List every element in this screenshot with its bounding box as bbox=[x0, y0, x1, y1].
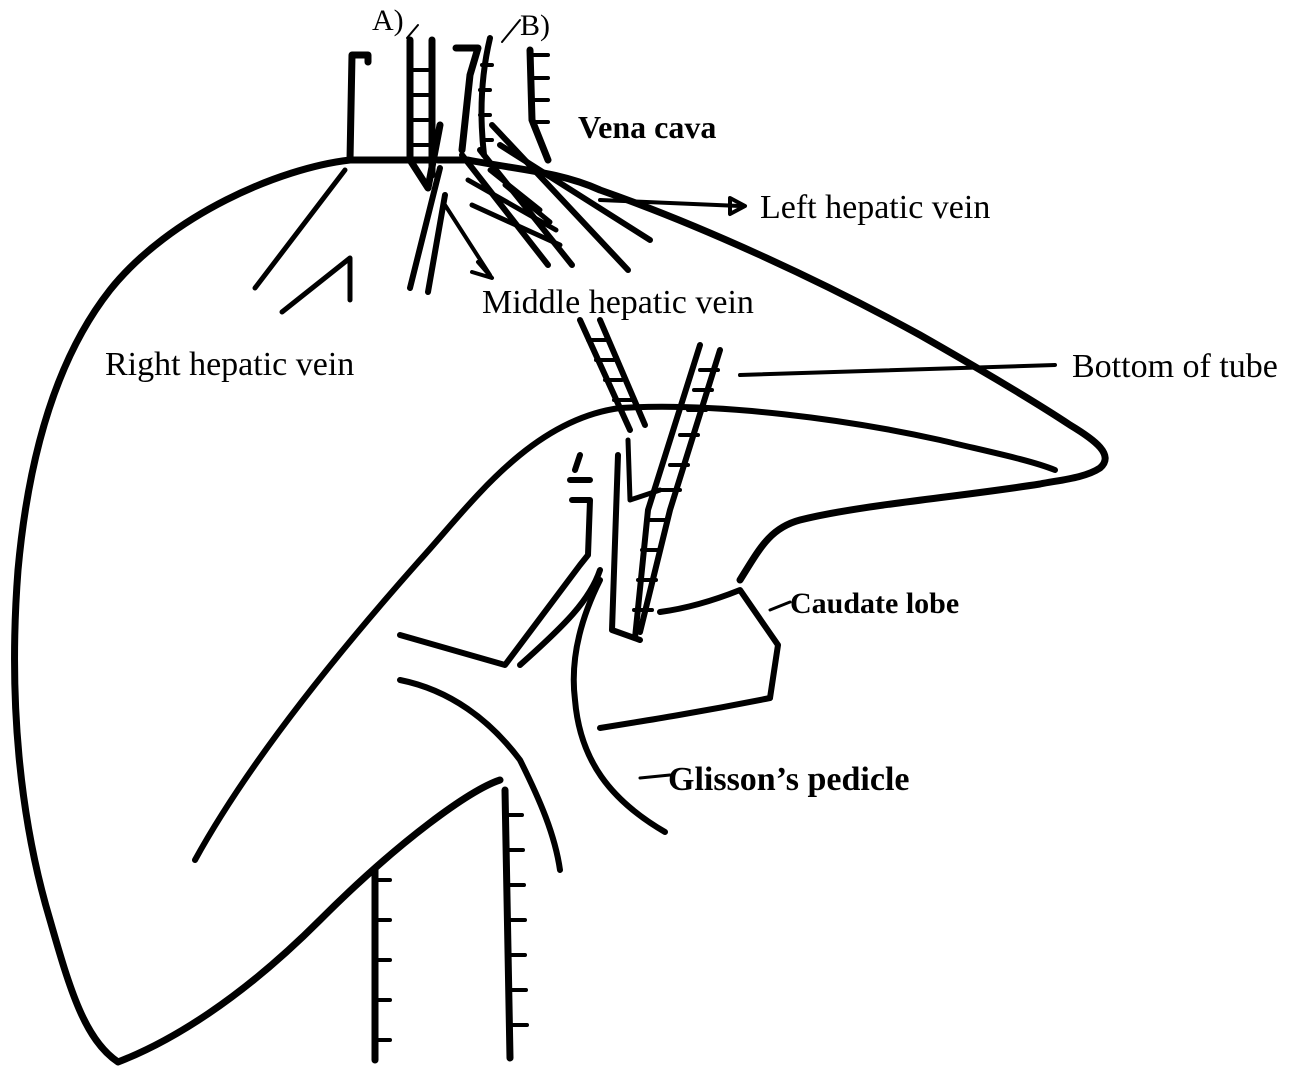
right-hepatic-vein-lines bbox=[255, 170, 350, 312]
caudate-lobe-outline bbox=[660, 590, 778, 698]
inner-contours bbox=[195, 407, 1055, 870]
label-b: B) bbox=[520, 9, 550, 42]
label-a: A) bbox=[372, 4, 404, 37]
left-hepatic-vein-lines bbox=[462, 125, 745, 270]
label-middle-hepatic-vein: Middle hepatic vein bbox=[482, 284, 754, 321]
label-bottom-of-tube: Bottom of tube bbox=[1072, 348, 1278, 385]
label-vena-cava: Vena cava bbox=[578, 109, 716, 145]
label-left-hepatic-vein: Left hepatic vein bbox=[760, 189, 990, 226]
label-glissons-pedicle: Glisson’s pedicle bbox=[668, 761, 910, 798]
label-right-hepatic-vein: Right hepatic vein bbox=[105, 346, 354, 383]
lower-vessels bbox=[375, 790, 527, 1060]
label-caudate-lobe: Caudate lobe bbox=[790, 587, 959, 620]
